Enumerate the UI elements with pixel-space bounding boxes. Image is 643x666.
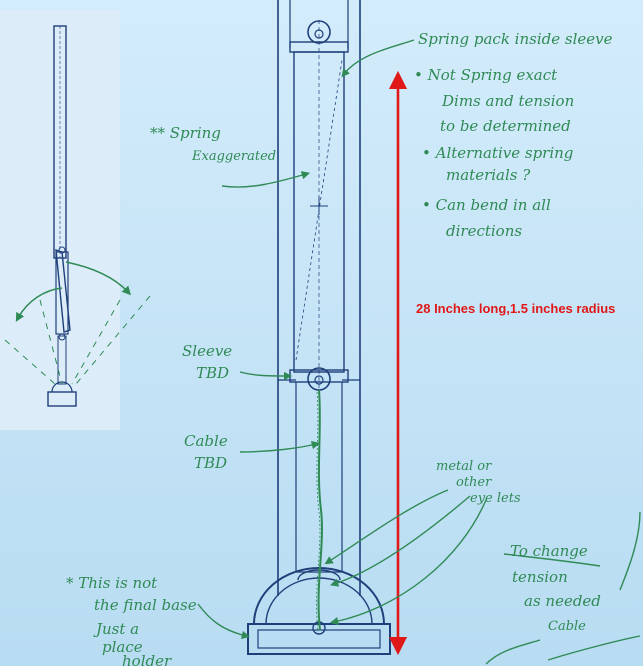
svg-text:• Can bend in all: • Can bend in all: [422, 196, 551, 214]
spring-pack-leader: [341, 39, 415, 78]
cable-leader: [239, 440, 321, 453]
svg-text:metal or: metal or: [436, 459, 492, 474]
eyelets-leader-2: [329, 495, 471, 587]
base-dome: [253, 567, 385, 625]
svg-text:materials ?: materials ?: [446, 166, 531, 184]
thumbnail-panel: [0, 10, 151, 430]
cable-small-note: Cable: [548, 619, 586, 634]
base-leader: [197, 603, 251, 640]
svg-text:holder: holder: [122, 652, 172, 666]
svg-text:other: other: [456, 475, 492, 490]
sleeve-leader: [239, 371, 293, 381]
cable-note: Cable TBD: [184, 432, 228, 472]
svg-text:Just a: Just a: [93, 620, 139, 638]
eyelets-leader-3: [329, 499, 487, 626]
cable-line: [317, 389, 323, 631]
eyelets-note: metal or other eye lets: [436, 459, 521, 506]
spring-pack-note: Spring pack inside sleeve: [418, 30, 613, 48]
svg-text:** Spring: ** Spring: [150, 124, 221, 142]
svg-text:To change: To change: [510, 542, 588, 560]
svg-text:TBD: TBD: [196, 364, 229, 382]
svg-text:Cable: Cable: [184, 432, 228, 450]
tension-note: To change tension as needed: [510, 542, 601, 610]
spring-exaggerated-leader: [221, 171, 311, 188]
svg-text:Sleeve: Sleeve: [182, 342, 232, 360]
svg-text:Exaggerated: Exaggerated: [191, 149, 276, 164]
tension-bracket-top: [503, 553, 601, 567]
svg-text:the final base: the final base: [94, 596, 197, 614]
dimension-label: 28 Inches long,1.5 inches radius: [416, 301, 615, 316]
svg-text:• Alternative spring: • Alternative spring: [422, 144, 573, 162]
svg-text:as needed: as needed: [524, 592, 601, 610]
tension-curve: [619, 511, 641, 591]
svg-text:* This is not: * This is not: [66, 574, 158, 592]
svg-text:Dims and tension: Dims and tension: [441, 92, 574, 110]
svg-text:TBD: TBD: [194, 454, 227, 472]
svg-text:place: place: [102, 638, 143, 656]
svg-text:directions: directions: [446, 222, 522, 240]
svg-text:• Not Spring exact: • Not Spring exact: [414, 66, 558, 84]
eyelets-leader-1: [324, 489, 449, 565]
svg-text:to be determined: to be determined: [440, 117, 571, 135]
svg-text:eye lets: eye lets: [470, 491, 521, 506]
notes-block: • Not Spring exact Dims and tension to b…: [414, 66, 574, 240]
svg-text:tension: tension: [512, 568, 568, 586]
spring-exaggerated-note: ** Spring Exaggerated: [150, 124, 276, 164]
base-note: * This is not the final base Just a plac…: [66, 574, 197, 666]
cable-small-leader: [485, 639, 541, 665]
sleeve-note: Sleeve TBD: [182, 342, 232, 382]
